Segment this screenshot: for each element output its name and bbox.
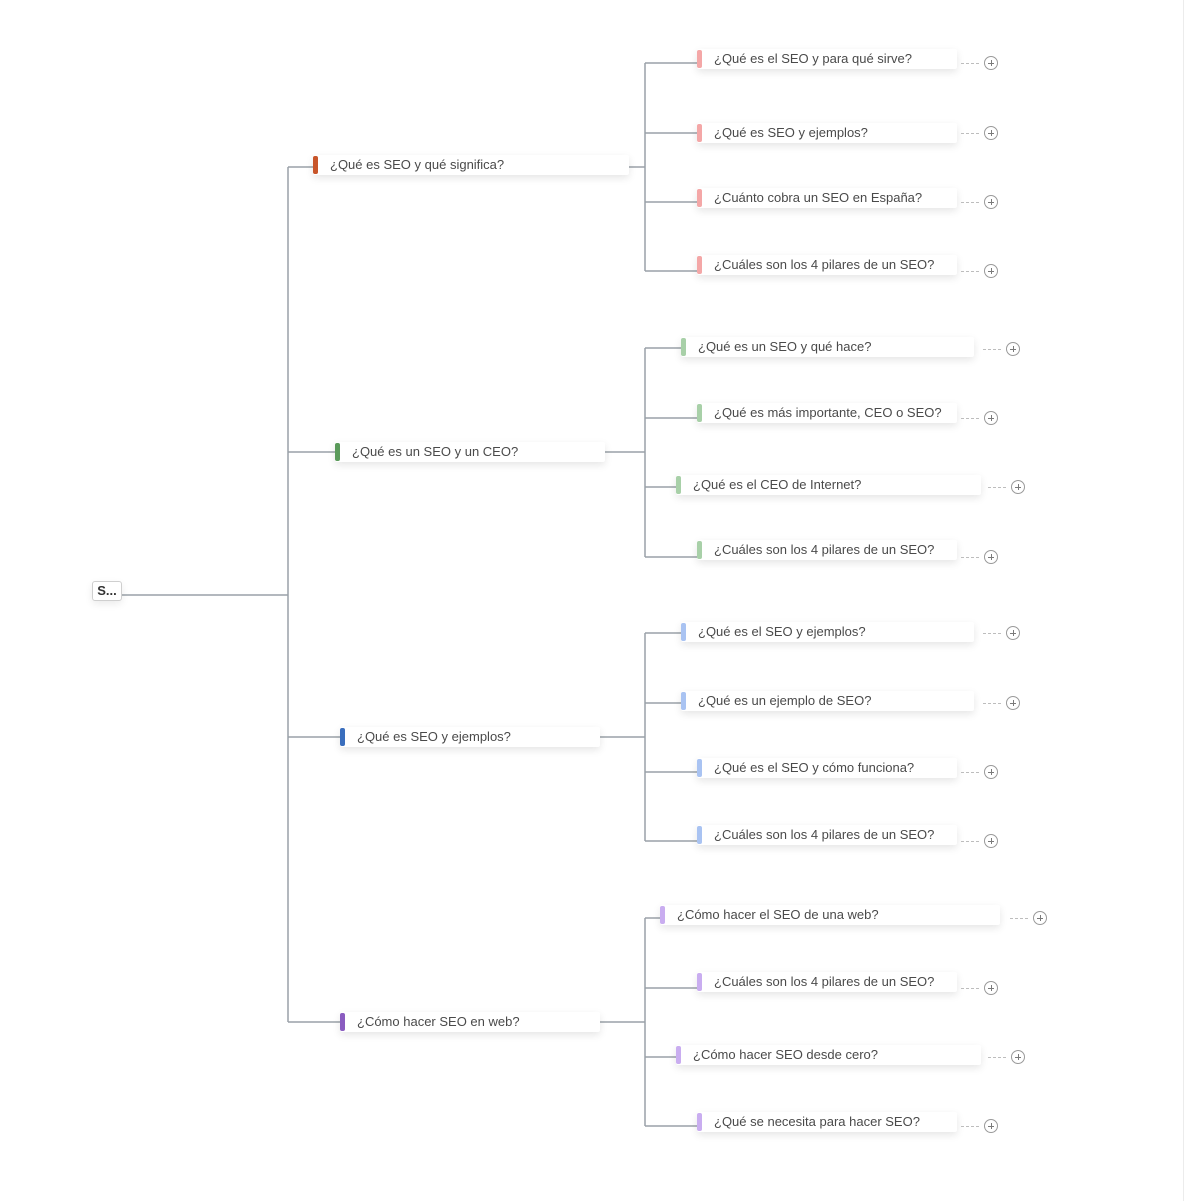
child-label: ¿Qué es SEO y ejemplos? bbox=[714, 125, 868, 140]
branch-label: ¿Qué es un SEO y un CEO? bbox=[352, 444, 519, 459]
child-color-bar bbox=[697, 541, 702, 559]
child-label: ¿Qué es más importante, CEO o SEO? bbox=[714, 405, 942, 420]
expand-leader bbox=[988, 487, 1006, 488]
branch-node-4[interactable]: ¿Cómo hacer SEO en web? bbox=[340, 1012, 600, 1032]
expand-plus-icon[interactable] bbox=[984, 56, 998, 70]
expand-leader bbox=[1010, 918, 1028, 919]
child-node-4-2[interactable]: ¿Cuáles son los 4 pilares de un SEO? bbox=[697, 972, 957, 992]
branch-color-bar bbox=[340, 728, 345, 746]
expand-plus-icon[interactable] bbox=[984, 411, 998, 425]
expand-plus-icon[interactable] bbox=[1006, 342, 1020, 356]
child-node-3-3[interactable]: ¿Qué es el SEO y cómo funciona? bbox=[697, 758, 957, 778]
child-node-1-2[interactable]: ¿Qué es SEO y ejemplos? bbox=[697, 123, 957, 143]
expand-plus-icon[interactable] bbox=[984, 1119, 998, 1133]
expand-leader bbox=[961, 202, 979, 203]
branch-node-2[interactable]: ¿Qué es un SEO y un CEO? bbox=[335, 442, 605, 462]
child-node-2-1[interactable]: ¿Qué es un SEO y qué hace? bbox=[681, 337, 974, 357]
child-label: ¿Qué es el SEO y ejemplos? bbox=[698, 624, 866, 639]
child-color-bar bbox=[697, 256, 702, 274]
expand-leader bbox=[961, 1126, 979, 1127]
child-label: ¿Qué es un SEO y qué hace? bbox=[698, 339, 872, 354]
expand-leader bbox=[961, 63, 979, 64]
expand-plus-icon[interactable] bbox=[1006, 696, 1020, 710]
expand-plus-icon[interactable] bbox=[984, 765, 998, 779]
child-color-bar bbox=[676, 476, 681, 494]
branch-label: ¿Qué es SEO y ejemplos? bbox=[357, 729, 511, 744]
child-label: ¿Qué es el SEO y cómo funciona? bbox=[714, 760, 915, 775]
child-color-bar bbox=[676, 1046, 681, 1064]
expand-leader bbox=[961, 772, 979, 773]
expand-leader bbox=[983, 349, 1001, 350]
child-node-1-4[interactable]: ¿Cuáles son los 4 pilares de un SEO? bbox=[697, 255, 957, 275]
child-node-2-3[interactable]: ¿Qué es el CEO de Internet? bbox=[676, 475, 981, 495]
child-node-4-1[interactable]: ¿Cómo hacer el SEO de una web? bbox=[660, 905, 1000, 925]
expand-leader bbox=[988, 1057, 1006, 1058]
child-color-bar bbox=[660, 906, 665, 924]
child-node-3-2[interactable]: ¿Qué es un ejemplo de SEO? bbox=[681, 691, 974, 711]
child-label: ¿Qué se necesita para hacer SEO? bbox=[714, 1114, 920, 1129]
child-label: ¿Cuáles son los 4 pilares de un SEO? bbox=[714, 974, 935, 989]
child-node-3-1[interactable]: ¿Qué es el SEO y ejemplos? bbox=[681, 622, 974, 642]
expand-plus-icon[interactable] bbox=[984, 550, 998, 564]
branch-label: ¿Qué es SEO y qué significa? bbox=[330, 157, 505, 172]
expand-leader bbox=[961, 988, 979, 989]
expand-leader bbox=[961, 557, 979, 558]
branch-color-bar bbox=[340, 1013, 345, 1031]
expand-leader bbox=[983, 703, 1001, 704]
child-color-bar bbox=[697, 1113, 702, 1131]
child-color-bar bbox=[697, 124, 702, 142]
expand-plus-icon[interactable] bbox=[1033, 911, 1047, 925]
child-label: ¿Cuáles son los 4 pilares de un SEO? bbox=[714, 257, 935, 272]
child-color-bar bbox=[697, 404, 702, 422]
expand-leader bbox=[961, 133, 979, 134]
expand-plus-icon[interactable] bbox=[1011, 480, 1025, 494]
child-color-bar bbox=[681, 692, 686, 710]
expand-plus-icon[interactable] bbox=[1006, 626, 1020, 640]
child-label: ¿Cuáles son los 4 pilares de un SEO? bbox=[714, 542, 935, 557]
branch-color-bar bbox=[313, 156, 318, 174]
child-node-4-3[interactable]: ¿Cómo hacer SEO desde cero? bbox=[676, 1045, 981, 1065]
child-color-bar bbox=[697, 189, 702, 207]
expand-leader bbox=[983, 633, 1001, 634]
branch-color-bar bbox=[335, 443, 340, 461]
branch-node-1[interactable]: ¿Qué es SEO y qué significa? bbox=[313, 155, 629, 175]
branch-node-3[interactable]: ¿Qué es SEO y ejemplos? bbox=[340, 727, 600, 747]
child-node-3-4[interactable]: ¿Cuáles son los 4 pilares de un SEO? bbox=[697, 825, 957, 845]
child-label: ¿Cómo hacer el SEO de una web? bbox=[677, 907, 879, 922]
root-node[interactable]: S... bbox=[92, 581, 122, 601]
expand-leader bbox=[961, 418, 979, 419]
child-node-2-4[interactable]: ¿Cuáles son los 4 pilares de un SEO? bbox=[697, 540, 957, 560]
child-node-2-2[interactable]: ¿Qué es más importante, CEO o SEO? bbox=[697, 403, 957, 423]
child-node-4-4[interactable]: ¿Qué se necesita para hacer SEO? bbox=[697, 1112, 957, 1132]
child-color-bar bbox=[697, 50, 702, 68]
child-label: ¿Cuáles son los 4 pilares de un SEO? bbox=[714, 827, 935, 842]
child-color-bar bbox=[681, 338, 686, 356]
child-color-bar bbox=[681, 623, 686, 641]
child-label: ¿Qué es el CEO de Internet? bbox=[693, 477, 862, 492]
child-node-1-3[interactable]: ¿Cuánto cobra un SEO en España? bbox=[697, 188, 957, 208]
child-color-bar bbox=[697, 759, 702, 777]
child-color-bar bbox=[697, 973, 702, 991]
expand-plus-icon[interactable] bbox=[984, 264, 998, 278]
child-label: ¿Qué es el SEO y para qué sirve? bbox=[714, 51, 912, 66]
child-label: ¿Qué es un ejemplo de SEO? bbox=[698, 693, 872, 708]
expand-plus-icon[interactable] bbox=[984, 126, 998, 140]
child-label: ¿Cuánto cobra un SEO en España? bbox=[714, 190, 923, 205]
expand-plus-icon[interactable] bbox=[984, 981, 998, 995]
expand-plus-icon[interactable] bbox=[984, 195, 998, 209]
child-node-1-1[interactable]: ¿Qué es el SEO y para qué sirve? bbox=[697, 49, 957, 69]
child-color-bar bbox=[697, 826, 702, 844]
expand-plus-icon[interactable] bbox=[984, 834, 998, 848]
expand-leader bbox=[961, 841, 979, 842]
branch-label: ¿Cómo hacer SEO en web? bbox=[357, 1014, 520, 1029]
expand-plus-icon[interactable] bbox=[1011, 1050, 1025, 1064]
child-label: ¿Cómo hacer SEO desde cero? bbox=[693, 1047, 878, 1062]
expand-leader bbox=[961, 271, 979, 272]
